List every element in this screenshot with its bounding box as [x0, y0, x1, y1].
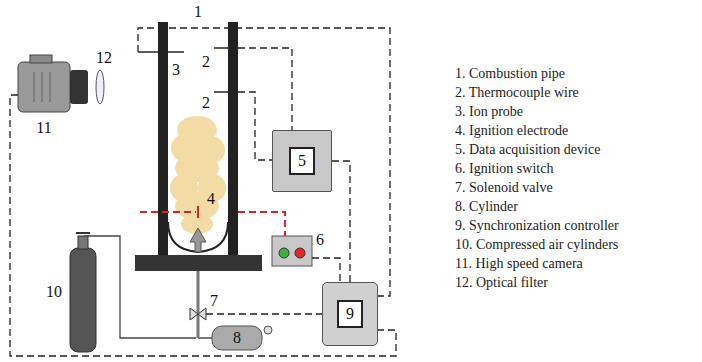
- camera-lens: [70, 70, 88, 104]
- base-plate: [135, 255, 262, 271]
- legend-item: 11. High speed camera: [455, 254, 583, 272]
- signal-wire: [332, 161, 350, 282]
- ignition-electrode: [197, 206, 199, 218]
- legend-text: 11. High speed camera: [455, 256, 583, 271]
- callout-number: 7: [210, 292, 218, 310]
- legend-text: 2. Thermocouple wire: [455, 85, 579, 100]
- probe-wire: [138, 28, 390, 296]
- callout-number: 4: [206, 190, 216, 208]
- callout-text: 3: [172, 61, 180, 78]
- camera-groove: [34, 72, 35, 102]
- callout-text: 6: [316, 231, 324, 248]
- data-acquisition-box: 5: [272, 130, 332, 192]
- valve-wire: [206, 313, 322, 314]
- thermocouple-wire: [238, 48, 292, 130]
- callout-text: 8: [233, 329, 241, 346]
- pressure-gauge: [264, 326, 272, 334]
- camera-groove: [50, 72, 51, 102]
- legend-text: 4. Ignition electrode: [455, 123, 568, 138]
- switch-button: [279, 248, 289, 258]
- legend-text: 8. Cylinder: [455, 199, 518, 214]
- air-cylinder: [70, 248, 96, 352]
- inlet-arrow: [190, 228, 206, 252]
- gas-pipe: [198, 337, 212, 339]
- callout-text: 4: [206, 190, 216, 207]
- camera-top: [30, 55, 52, 63]
- synchronization-box: 9: [322, 282, 378, 346]
- callout-text: 12: [96, 49, 112, 66]
- gas-cylinder: [212, 326, 262, 350]
- callout-number: 6: [316, 231, 324, 249]
- callout-number: 2: [202, 94, 210, 112]
- node-label: 5: [289, 147, 315, 175]
- callout-text: 1: [194, 3, 202, 20]
- legend-text: 5. Data acquisition device: [455, 142, 600, 157]
- legend-item: 7. Solenoid valve: [455, 178, 553, 196]
- legend-text: 10. Compressed air cylinders: [455, 237, 618, 252]
- callout-number: 3: [172, 61, 180, 79]
- legend-item: 1. Combustion pipe: [455, 64, 565, 82]
- legend-text: 7. Solenoid valve: [455, 180, 553, 195]
- callout-text: 2: [202, 94, 210, 111]
- legend-text: 3. Ion probe: [455, 104, 523, 119]
- flame: [170, 116, 226, 234]
- legend-item: 2. Thermocouple wire: [455, 83, 579, 101]
- legend-item: 5. Data acquisition device: [455, 140, 600, 158]
- callout-number: 1: [194, 3, 202, 21]
- legend-item: 6. Ignition switch: [455, 159, 553, 177]
- control-wire: [312, 258, 340, 282]
- legend-item: 12. Optical filter: [455, 273, 548, 291]
- callout-number: 10: [46, 283, 62, 301]
- legend-item: 4. Ignition electrode: [455, 121, 568, 139]
- gas-pipe: [197, 271, 200, 338]
- legend-item: 9. Synchronization controller: [455, 216, 619, 234]
- callout-text: 7: [210, 292, 218, 309]
- valve-handle: [76, 232, 90, 234]
- pipe-wall: [158, 22, 168, 255]
- legend-item: 3. Ion probe: [455, 102, 523, 120]
- camera-wire: [10, 95, 396, 356]
- ignition-wire: [140, 211, 196, 213]
- solenoid-valve: [190, 308, 206, 320]
- legend-text: 9. Synchronization controller: [455, 218, 619, 233]
- callout-number: 12: [96, 49, 112, 67]
- cylinder-valve: [78, 236, 88, 249]
- camera-body: [18, 62, 70, 112]
- switch-button: [295, 248, 305, 258]
- callout-text: 11: [36, 119, 51, 136]
- air-line: [84, 236, 196, 338]
- pipe-bottom: [168, 222, 228, 252]
- camera-groove: [42, 72, 43, 102]
- thermocouple: [214, 91, 228, 93]
- callout-text: 2: [202, 53, 210, 70]
- pipe-wall: [228, 22, 238, 255]
- callout-text: 10: [46, 283, 62, 300]
- optical-filter: [96, 70, 104, 104]
- legend-item: 8. Cylinder: [455, 197, 518, 215]
- ignition-switch: [272, 236, 312, 266]
- thermocouple: [214, 47, 228, 49]
- callout-number: 11: [36, 119, 51, 137]
- callout-number: 8: [233, 329, 241, 347]
- legend-text: 12. Optical filter: [455, 275, 548, 290]
- node-label: 9: [337, 300, 363, 328]
- legend-item: 10. Compressed air cylinders: [455, 235, 618, 253]
- legend-text: 1. Combustion pipe: [455, 66, 565, 81]
- legend-text: 6. Ignition switch: [455, 161, 553, 176]
- callout-number: 2: [202, 53, 210, 71]
- thermocouple-wire: [238, 92, 272, 160]
- ignition-wire: [238, 212, 285, 236]
- ion-probe: [138, 51, 184, 53]
